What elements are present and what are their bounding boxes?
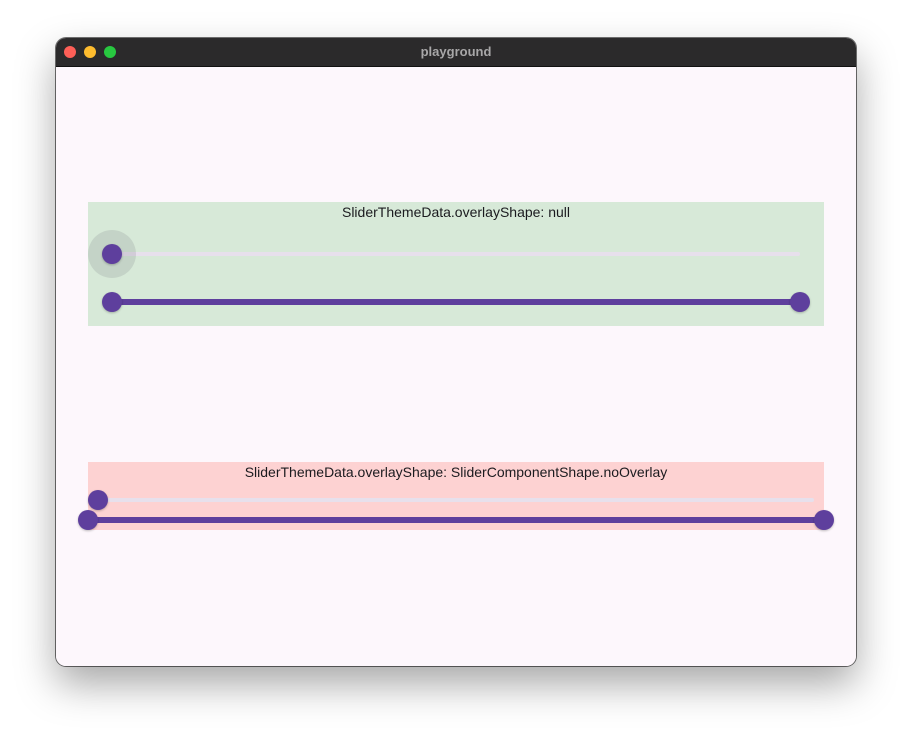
close-window-button[interactable] bbox=[64, 46, 76, 58]
content-area: SliderThemeData.overlayShape: null Slide… bbox=[56, 67, 856, 666]
no-overlay-panel: SliderThemeData.overlayShape: SliderComp… bbox=[78, 462, 834, 530]
slider-inactive-track bbox=[98, 498, 814, 502]
zoom-window-button[interactable] bbox=[104, 46, 116, 58]
slider-thumb[interactable] bbox=[102, 244, 122, 264]
range-slider-end-thumb[interactable] bbox=[814, 510, 834, 530]
range-slider-active-track bbox=[112, 299, 800, 305]
overlay-null-panel: SliderThemeData.overlayShape: null bbox=[88, 202, 824, 326]
minimize-window-button[interactable] bbox=[84, 46, 96, 58]
window-title: playground bbox=[420, 44, 492, 59]
app-window: playground SliderThemeData.overlayShape:… bbox=[56, 38, 856, 666]
slider-thumb[interactable] bbox=[88, 490, 108, 510]
panel-label: SliderThemeData.overlayShape: null bbox=[341, 204, 570, 220]
title-bar: playground bbox=[56, 38, 856, 67]
range-slider-end-thumb[interactable] bbox=[790, 292, 810, 312]
range-slider-start-thumb[interactable] bbox=[102, 292, 122, 312]
range-slider-start-thumb[interactable] bbox=[78, 510, 98, 530]
panel-label: SliderThemeData.overlayShape: SliderComp… bbox=[244, 464, 668, 480]
range-slider-active-track bbox=[88, 517, 824, 523]
slider-inactive-track bbox=[112, 252, 800, 256]
